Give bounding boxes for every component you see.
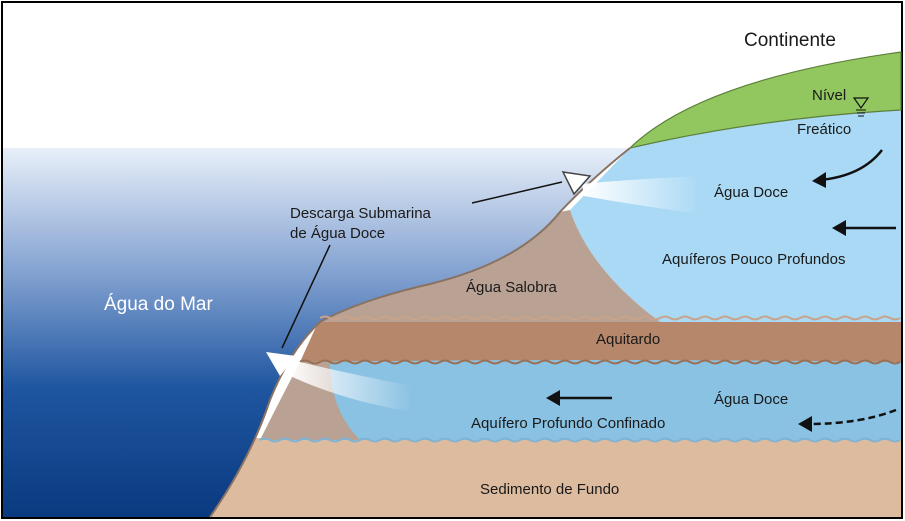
label-shallow-aquifers: Aquíferos Pouco Profundos	[662, 251, 845, 268]
callout-line-lower	[281, 244, 331, 349]
upper-discharge-arrowhead	[561, 171, 592, 196]
aquitard-top-boundary	[319, 315, 901, 321]
seabed-line	[209, 147, 631, 518]
label-aquitard: Aquitardo	[596, 331, 660, 348]
lower-discharge-arrowhead	[266, 352, 296, 376]
label-fresh-water-lower: Água Doce	[714, 391, 788, 408]
sea-body	[3, 148, 630, 517]
aquitard-layer	[300, 315, 901, 362]
shallow-aquifer-layer	[570, 110, 901, 322]
label-brackish-water: Água Salobra	[466, 279, 558, 296]
land-surface	[628, 51, 902, 150]
deep-flow-arrowhead	[546, 390, 560, 406]
brackish-wedge-upper	[320, 210, 660, 322]
label-water-table-2: Freático	[797, 121, 851, 138]
label-submarine-discharge-1: Descarga Submarina	[290, 205, 432, 222]
label-fresh-water-upper: Água Doce	[714, 184, 788, 201]
label-deep-confined-aquifer: Aquífero Profundo Confinado	[471, 415, 665, 432]
brackish-wedge-lower	[260, 362, 360, 440]
recharge-arrowhead	[812, 172, 826, 188]
deep-recharge-dashed-arrow	[807, 408, 897, 426]
sediment-top-boundary	[259, 437, 901, 443]
lower-discharge-flow-arrow	[286, 360, 412, 412]
water-table-icon	[852, 97, 870, 110]
recharge-curve-arrow	[819, 149, 883, 182]
label-continent: Continente	[744, 30, 836, 51]
aquitard-bottom-boundary	[299, 359, 901, 365]
deep-recharge-arrowhead	[798, 416, 812, 432]
callout-line-upper	[471, 181, 563, 204]
label-sea-water: Água do Mar	[104, 294, 213, 315]
label-water-table-1: Nível	[812, 87, 846, 104]
upper-discharge-flow-arrow	[582, 176, 700, 214]
label-submarine-discharge-2: de Água Doce	[290, 225, 385, 242]
shallow-flow-arrowhead	[832, 220, 846, 236]
label-bottom-sediment: Sedimento de Fundo	[480, 481, 619, 498]
